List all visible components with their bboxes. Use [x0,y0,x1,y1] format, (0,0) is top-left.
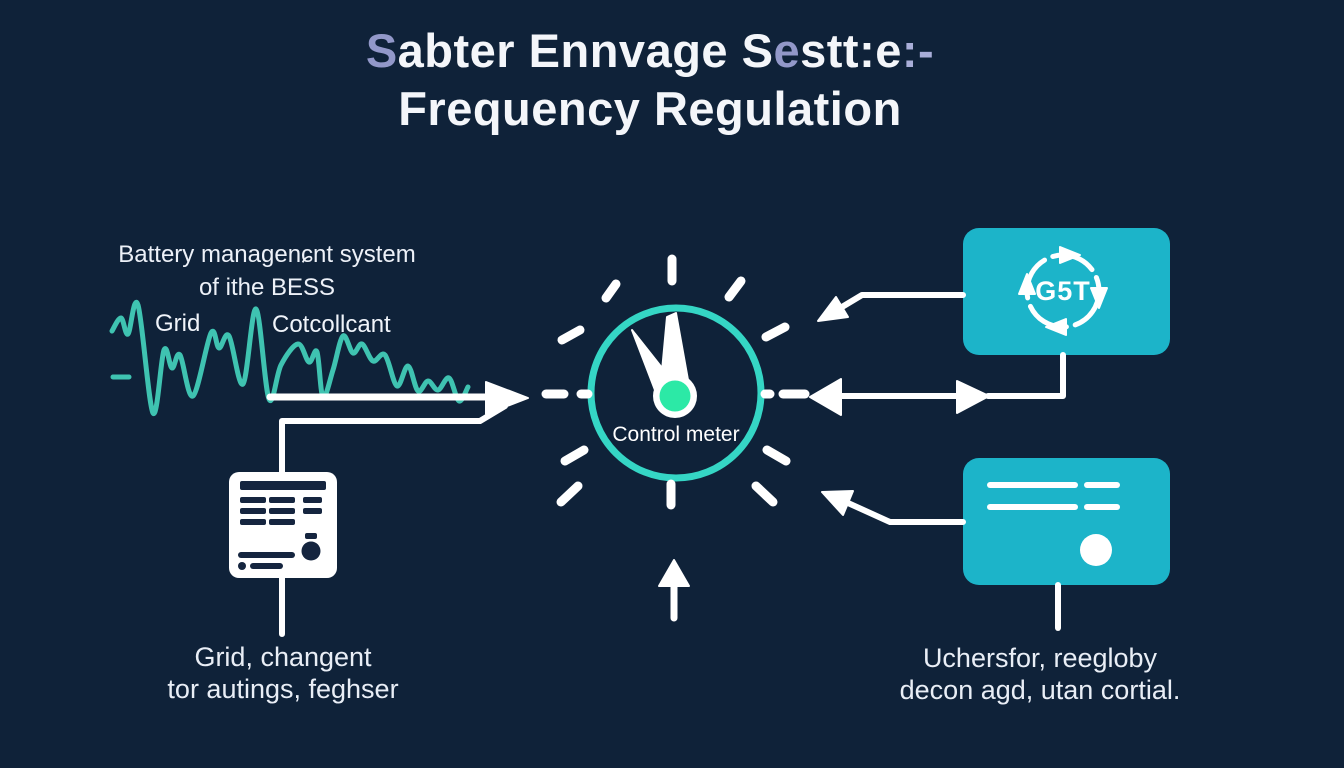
cycle-arrowhead [1090,287,1108,309]
arrowhead-right [485,381,529,415]
datasheet-connector [279,403,508,475]
datasheet-cell [240,497,266,503]
arrowhead-left [809,378,842,416]
datasheet-icon [229,472,337,637]
datasheet-knob [301,541,321,561]
gauge-clock-icon [541,254,810,510]
datasheet-cell [269,519,295,525]
cycle-arrowhead [1045,318,1067,336]
bms-label: Battery managenɕnt system of ithe BESS [97,238,437,304]
title-part: abter Ennvage S [397,24,774,77]
arrowhead-up [658,559,690,587]
cycle-box-body [963,228,1170,355]
cycle-arrowhead [1059,246,1081,264]
bms-label-line-1: Battery managenɕnt system [118,241,416,268]
title-part-lavender: S [365,24,398,77]
meter-dashes [541,254,810,510]
datasheet-rule-small [250,563,283,569]
caption-right-line-2: decon agd, utan cortial. [899,675,1181,705]
caption-left: Grid, changent tor autings, feghser [113,641,453,705]
datasheet-cell [269,497,295,503]
cycle-box [963,228,1170,355]
datasheet-cell [269,508,295,514]
title-line-2: Frequency Regulation [398,82,902,135]
report-circle [1080,534,1112,566]
control-meter-label: Control meter [612,423,740,446]
wave-label-cotcollcant: Cotcollcant [272,311,391,338]
cycle-arrows-icon [1018,246,1108,336]
wave-label-grid: Grid [155,310,201,337]
arrowhead-downleft [817,296,849,322]
frequency-waveform-group [109,299,471,416]
meter-hub-dot [659,380,691,412]
title-line-1: Sabter Ennvage Sestt:e:- [0,22,1300,80]
frequency-waveform [109,299,471,416]
report-card-icon [987,482,1120,566]
arrowhead-right [956,380,990,414]
datasheet-header-bar [240,481,326,490]
datasheet-dot [238,562,246,570]
bms-label-line-2: of ithe BESS [198,274,336,301]
datasheet-cell [240,508,266,514]
arrow-cyclebox-to-meter [817,292,966,322]
datasheet-cell [240,519,266,525]
title-part: :e [859,24,902,77]
page-title: Sabter Ennvage Sestt:e:- Frequency Regul… [0,22,1300,138]
title-part-lavender: :- [901,24,935,77]
report-box-body [963,458,1170,585]
caption-right: Uchersfor, reegloby decon agd, utan cort… [870,642,1210,706]
caption-left-line-2: tor autings, feghser [167,674,399,704]
caption-left-line-1: Grid, changent [194,642,372,672]
arrowhead-upleft [821,490,854,516]
wave-to-meter-arrow [266,381,529,475]
bidirectional-arrow [809,352,1066,416]
report-box [963,458,1170,631]
datasheet-cell [303,508,322,514]
caption-right-line-1: Uchersfor, reegloby [922,643,1158,673]
title-part: stt [800,24,860,77]
cycle-arrowhead [1018,273,1036,295]
datasheet-cell [303,497,322,503]
up-arrow [658,559,690,622]
title-part-lavender: e [773,24,801,77]
arrow-reportbox-to-meter [821,490,966,525]
cycle-box-label: G5T [1035,276,1091,306]
datasheet-knob-cap [305,533,317,539]
datasheet-rule [238,552,295,558]
